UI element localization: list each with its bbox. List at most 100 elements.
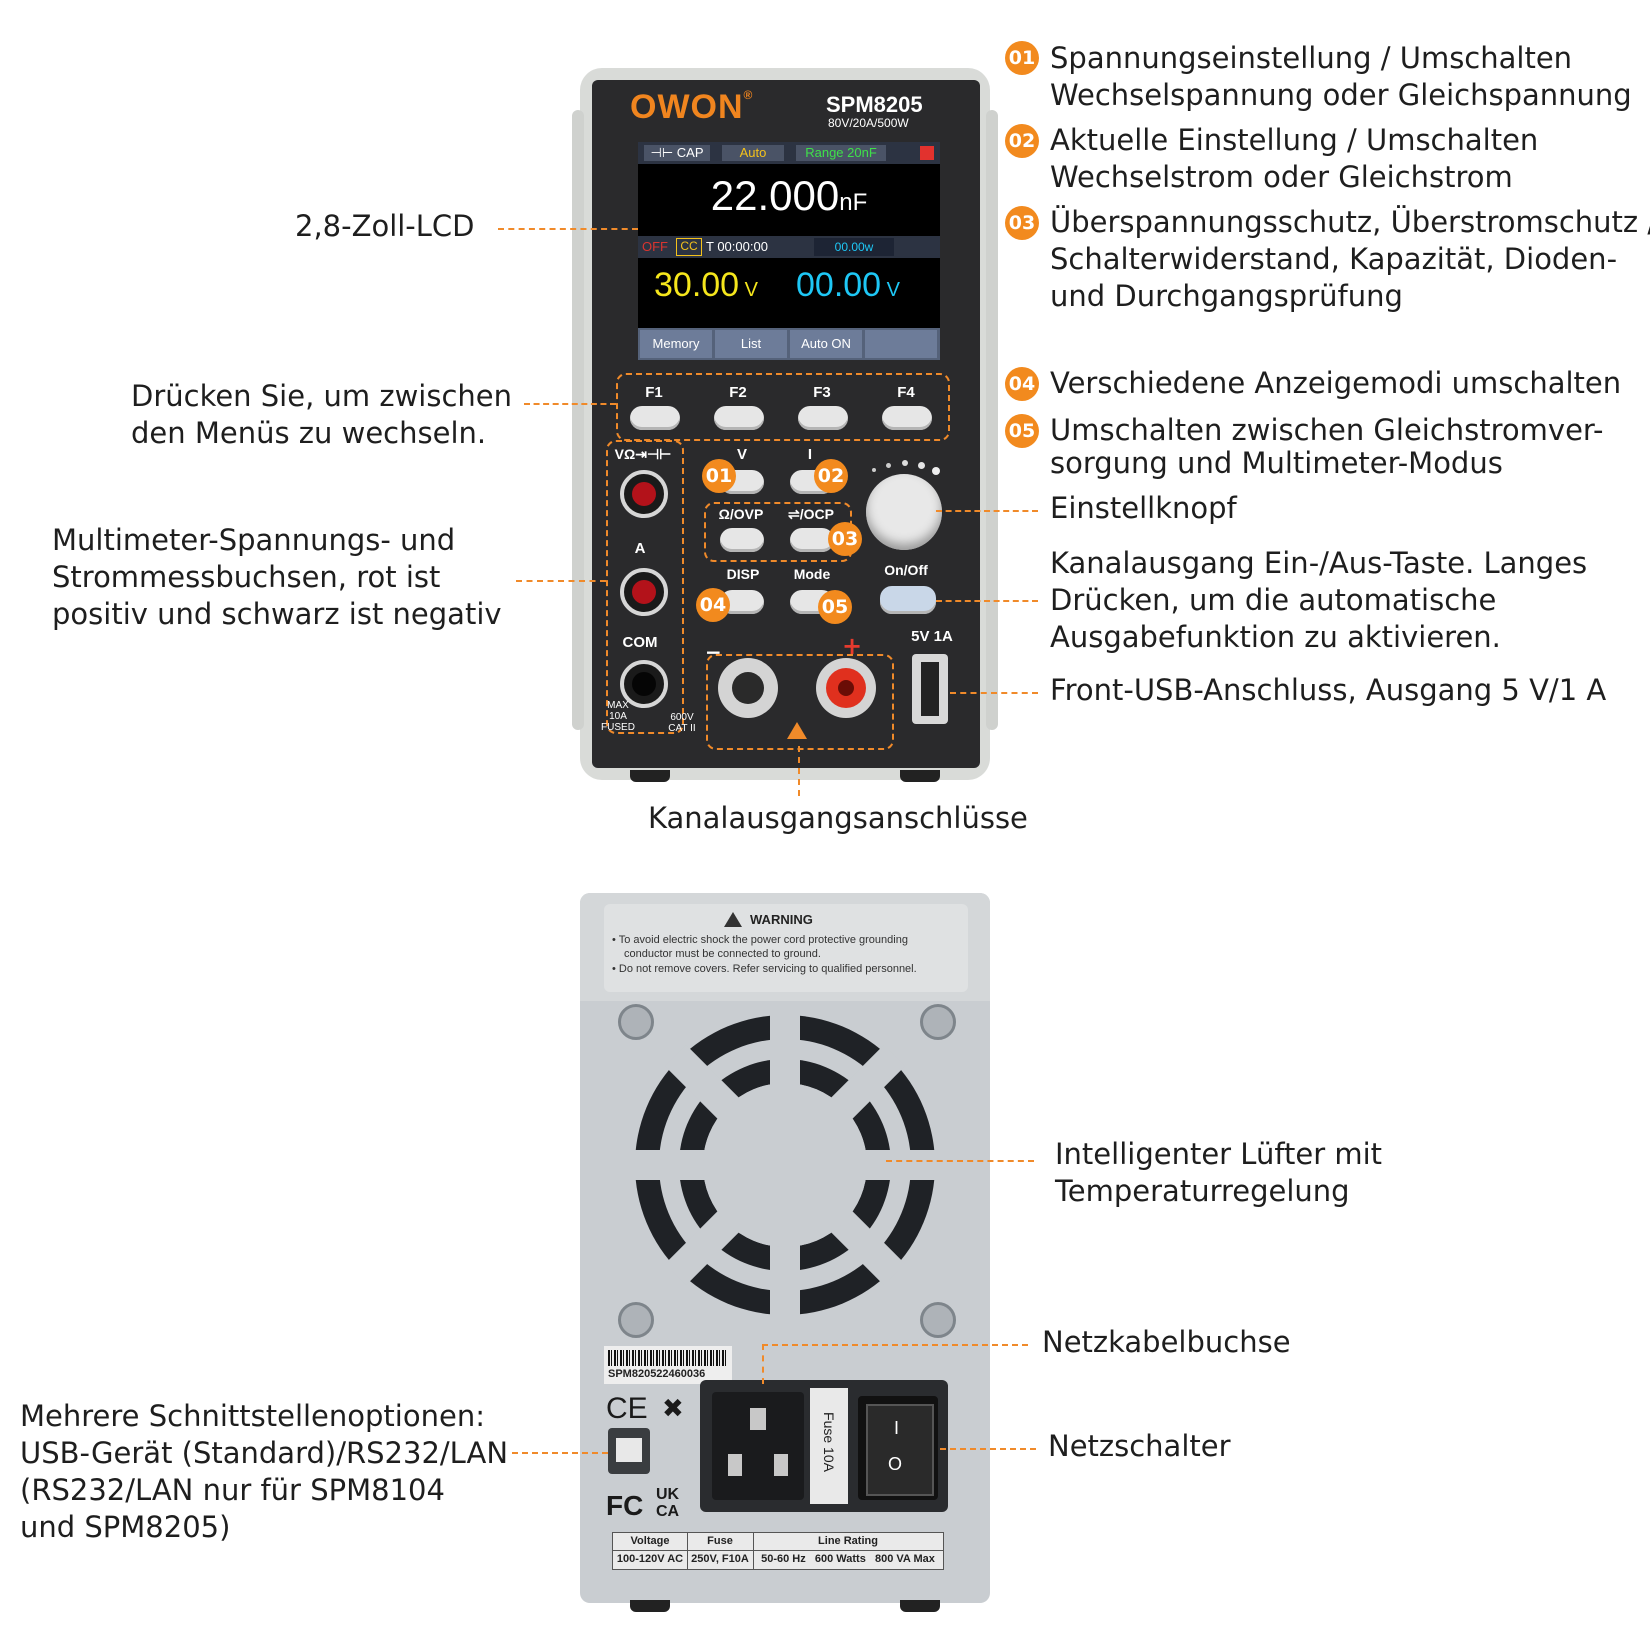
- warning-text-2: • Do not remove covers. Refer servicing …: [612, 963, 917, 975]
- f2-button[interactable]: [714, 406, 764, 430]
- onoff-button[interactable]: [880, 586, 936, 614]
- f3-button[interactable]: [798, 406, 848, 430]
- warning-text-1b: conductor must be connected to ground.: [624, 948, 821, 960]
- callout-jacks-line3: positiv und schwarz ist negativ: [52, 597, 502, 631]
- onoff-leader: [936, 600, 1038, 602]
- callout-jacks-line2: Strommessbuchsen, rot ist: [52, 560, 441, 594]
- switch-on-mark: I: [894, 1418, 900, 1438]
- adjust-knob[interactable]: [866, 474, 942, 550]
- iface-leader: [512, 1452, 608, 1454]
- rear-foot-right: [900, 1600, 940, 1612]
- serial-number: SPM820522460036: [608, 1368, 706, 1380]
- rating-line: 50-60 Hz 600 Watts 800 VA Max: [761, 1553, 935, 1565]
- rear-foot-left: [630, 1600, 670, 1612]
- callout-iface-line3: (RS232/LAN nur für SPM8104: [20, 1473, 445, 1507]
- jack-a-label: A: [634, 540, 646, 557]
- lcd-mode-cap: ⊣⊢ CAP: [644, 145, 710, 161]
- switch-leader: [940, 1448, 1036, 1450]
- jack-vohm-label: VΩ⇥⊣⊢: [614, 446, 672, 462]
- lcd-leader: [498, 228, 638, 230]
- disp-label: DISP: [726, 566, 760, 582]
- callout-onoff-line3: Ausgabefunktion zu aktivieren.: [1050, 620, 1501, 654]
- socket-leader-v: [762, 1344, 764, 1384]
- fan-grille: [630, 1010, 940, 1320]
- callout-iface-line2: USB-Gerät (Standard)/RS232/LAN: [20, 1436, 509, 1470]
- brand-logo: OWON®: [630, 88, 754, 126]
- callout-badge-03: 03: [1005, 206, 1039, 240]
- front-case-side-right: [986, 110, 998, 730]
- callout-knob: Einstellknopf: [1050, 491, 1237, 525]
- fuse-label: Fuse 10A: [821, 1412, 837, 1472]
- callout-02-line1: Aktuelle Einstellung / Umschalten: [1050, 123, 1539, 157]
- callout-lcd: 2,8-Zoll-LCD: [295, 209, 475, 243]
- callout-menu-line1: Drücken Sie, um zwischen: [131, 379, 513, 413]
- callout-05-line1: Umschalten zwischen Gleichstromver-: [1050, 413, 1604, 447]
- ce-mark: CE: [606, 1392, 648, 1425]
- front-usb-port[interactable]: [912, 654, 948, 724]
- terminals-leader: [798, 746, 800, 796]
- f4-label: F4: [897, 384, 915, 401]
- i-label: I: [807, 446, 813, 463]
- front-foot-right: [900, 770, 940, 782]
- model-rating: 80V/20A/500W: [828, 116, 909, 130]
- lcd-cc: CC: [676, 238, 702, 256]
- lcd-indicator-icon: [920, 146, 934, 160]
- ocp-button[interactable]: [790, 528, 834, 552]
- weee-bin-icon: ✖: [662, 1394, 684, 1424]
- power-socket[interactable]: [712, 1392, 804, 1500]
- rear-usb-b-port[interactable]: [608, 1428, 650, 1474]
- fkeys-highlight: [616, 373, 950, 441]
- badge-03: 03: [828, 522, 862, 556]
- rating-header-line: Line Rating: [818, 1535, 878, 1547]
- jacks-leader: [516, 580, 606, 582]
- badge-05: 05: [818, 590, 852, 624]
- barcode-icon: [608, 1350, 728, 1366]
- warning-label: WARNING • To avoid electric shock the po…: [604, 904, 968, 992]
- rating-fuse: 250V, F10A: [691, 1553, 749, 1565]
- rating-header-fuse: Fuse: [707, 1535, 733, 1547]
- callout-03-line1: Überspannungsschutz, Überstromschutz /: [1050, 205, 1650, 239]
- warning-triangle-icon: [787, 722, 807, 739]
- callout-power-socket: Netzkabelbuchse: [1042, 1325, 1291, 1359]
- callout-badge-01: 01: [1005, 41, 1039, 75]
- fuse-holder[interactable]: Fuse 10A: [810, 1388, 848, 1504]
- callout-badge-02: 02: [1005, 124, 1039, 158]
- output-terminal-positive[interactable]: [816, 658, 876, 718]
- power-switch[interactable]: I O: [858, 1396, 938, 1500]
- knob-dots-icon: [872, 460, 942, 475]
- v-label: V: [736, 446, 747, 463]
- callout-onoff-line2: Drücken, um die automatische: [1050, 583, 1497, 617]
- lcd-main-reading: 22.000nF: [710, 172, 868, 219]
- jack-a[interactable]: [620, 568, 668, 616]
- output-terminal-negative[interactable]: [718, 658, 778, 718]
- softkey-empty: [865, 330, 937, 358]
- fan-leader: [886, 1160, 1034, 1162]
- jack-com[interactable]: [620, 660, 668, 708]
- callout-usb: Front-USB-Anschluss, Ausgang 5 V/1 A: [1050, 673, 1607, 707]
- rating-header-voltage: Voltage: [630, 1535, 670, 1547]
- callout-03-line3: und Durchgangsprüfung: [1050, 279, 1403, 313]
- socket-leader: [762, 1344, 1028, 1346]
- jack-vohm[interactable]: [620, 470, 668, 518]
- f1-button[interactable]: [630, 406, 680, 430]
- plus-sign: +: [842, 632, 863, 660]
- callout-menu-line2: den Menüs zu wechseln.: [131, 416, 487, 450]
- f3-label: F3: [813, 384, 831, 401]
- f4-button[interactable]: [882, 406, 932, 430]
- menu-leader: [524, 403, 616, 405]
- callout-terminals: Kanalausgangsanschlüsse: [648, 801, 1028, 835]
- screw-icon: [618, 1302, 654, 1338]
- callout-01-line2: Wechselspannung oder Gleichspannung: [1050, 78, 1632, 112]
- callout-05-line2: sorgung und Multimeter-Modus: [1050, 446, 1503, 480]
- output-terminals-highlight: [706, 654, 894, 750]
- lcd-range: Range 20nF: [796, 145, 886, 161]
- callout-iface-line4: und SPM8205): [20, 1510, 231, 1544]
- lcd-voltage: 30.00 V: [654, 266, 758, 304]
- ovp-button[interactable]: [720, 528, 764, 552]
- f2-label: F2: [729, 384, 747, 401]
- onoff-label: On/Off: [884, 562, 928, 578]
- rating-table: Voltage Fuse Line Rating 100-120V AC 250…: [612, 1532, 944, 1570]
